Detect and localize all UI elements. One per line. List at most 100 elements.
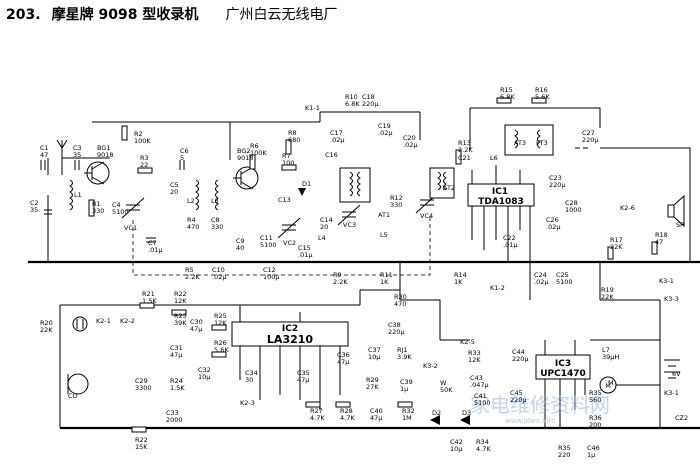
component-ref-r9: R9 [333,271,342,279]
r16-resistor [531,97,547,104]
gang-tuning-link [132,215,431,276]
component-ref-w: W [440,379,447,387]
component-ref-c29: C29 [135,377,148,385]
c6-capacitor [179,160,185,170]
component-ref-r8: R8 [288,129,297,137]
component-ref-l4: L4 [318,234,326,242]
component-value-r1: 330 [92,207,104,215]
component-ref-k2-6: K2-6 [620,204,635,212]
component-ref-c20: C20 [403,134,416,142]
component-ref-r25: R25 [214,312,227,320]
component-ref-r33: R33 [468,349,481,357]
component-ref-c3: C3 [73,144,82,152]
component-value-c25: 5100 [556,278,573,286]
component-ref-6v: 6V [672,370,681,378]
component-ref-c6: C6 [180,147,189,155]
component-value-c20: .02μ [403,141,417,149]
component-value-c28: 1000 [565,206,582,214]
watermark-url: www.jdwx.info [505,417,555,425]
component-ref-r5: R5 [185,266,194,274]
component-value-c39: 1μ [400,385,408,393]
battery-symbol [664,359,680,379]
component-ref-r11: R11 [380,271,393,279]
component-value-c23: 220μ [549,181,566,189]
component-value-c9: 40 [236,244,244,252]
component-value-r35b: 220 [558,451,570,459]
r18-resistor [651,241,658,255]
component-ref-k2-3: K2-3 [240,399,255,407]
component-ref-k2-5: K2-5 [460,338,475,346]
vc2-variable-capacitor [277,217,301,239]
component-value-r29: 27K [366,383,379,391]
component-ref-r30: R30 [394,293,407,301]
component-ref-c18: C18 [362,93,375,101]
at3-ft3-transformer [504,124,554,156]
component-ref-c9: C9 [236,237,245,245]
component-value-c5: 20 [170,188,178,196]
component-ref-r23: R23 [174,312,187,320]
component-ref-c31: C31 [170,344,183,352]
component-ref-l2: L2 [187,197,195,205]
component-ref-c4: C4 [112,201,121,209]
component-value-c12: 100μ [263,273,280,281]
ic3-ref-label: IC3 [555,359,571,369]
component-ref-bg2: BG2 [237,147,251,155]
component-ref-cz2: CZ2 [675,414,688,422]
antenna-symbol [56,139,68,158]
component-value-r13: 2.2K [458,146,473,154]
ic2-part-label: LA3210 [267,333,313,346]
antenna-input-wiring [47,157,110,262]
component-ref-at3: AT3 [514,139,526,147]
component-value-c34: 30 [245,376,253,384]
audio-feed-wire [60,289,400,306]
ic1-chip [467,183,535,207]
at1-windings [349,171,361,197]
component-ref-r2: R2 [134,130,143,138]
component-ref-c36: C36 [337,351,350,359]
component-ref-bg1: BG1 [97,144,111,152]
diagram-number: 203. [6,7,41,23]
component-value-c14: 20 [320,223,328,231]
component-value-r5: 2.2K [185,273,200,281]
component-ref-c35: C35 [297,369,310,377]
component-ref-c22: C22 [503,234,516,242]
component-value-r20: 22K [40,326,53,334]
component-value-r36: 200 [589,421,601,429]
component-ref-c41: C41 [474,392,487,400]
component-ref-d2: D2 [432,409,441,417]
component-ref-c28: C28 [565,199,578,207]
component-ref-vc1: VC1 [124,224,137,232]
ic3-chip [535,354,591,380]
vc3-variable-capacitor [337,204,361,226]
component-ref-vc3: VC3 [343,221,356,229]
component-value-c36: 47μ [337,358,349,366]
r22-resistor [171,309,187,316]
motor-wiring [590,339,660,386]
component-value-r27: 4.7K [310,414,325,422]
c2-capacitor [44,209,52,215]
component-value-c33: 2000 [166,416,183,424]
c7-capacitor [146,237,156,243]
component-value-r30: 470 [394,300,406,308]
ic1-part-label: TDA1083 [478,197,524,207]
component-ref-r12: R12 [390,194,403,202]
watermark-text: 家电维修资料网 [470,393,610,417]
at2-windings [437,171,447,191]
l2-inductor [195,179,199,211]
component-value-c24: .02μ [534,278,548,286]
component-value-l7: 39μH [602,353,619,361]
component-value-c11: 5100 [260,241,277,249]
component-ref-co: CO [68,392,78,400]
component-value-c7: .01μ [148,246,162,254]
r32-resistor [397,401,413,408]
r7-resistor [281,164,297,171]
component-value-r22: 12K [174,297,187,305]
component-ref-k3-3: K3-3 [664,295,679,303]
bg2-leads [233,166,254,190]
component-value-c35: 47μ [297,376,309,384]
component-ref-c5: C5 [170,181,179,189]
component-value-r25: 12K [214,319,227,327]
component-value-c3: 35 [73,151,81,159]
component-value-rj1: 3.9K [397,353,412,361]
component-ref-k3-2: K3-2 [423,362,438,370]
